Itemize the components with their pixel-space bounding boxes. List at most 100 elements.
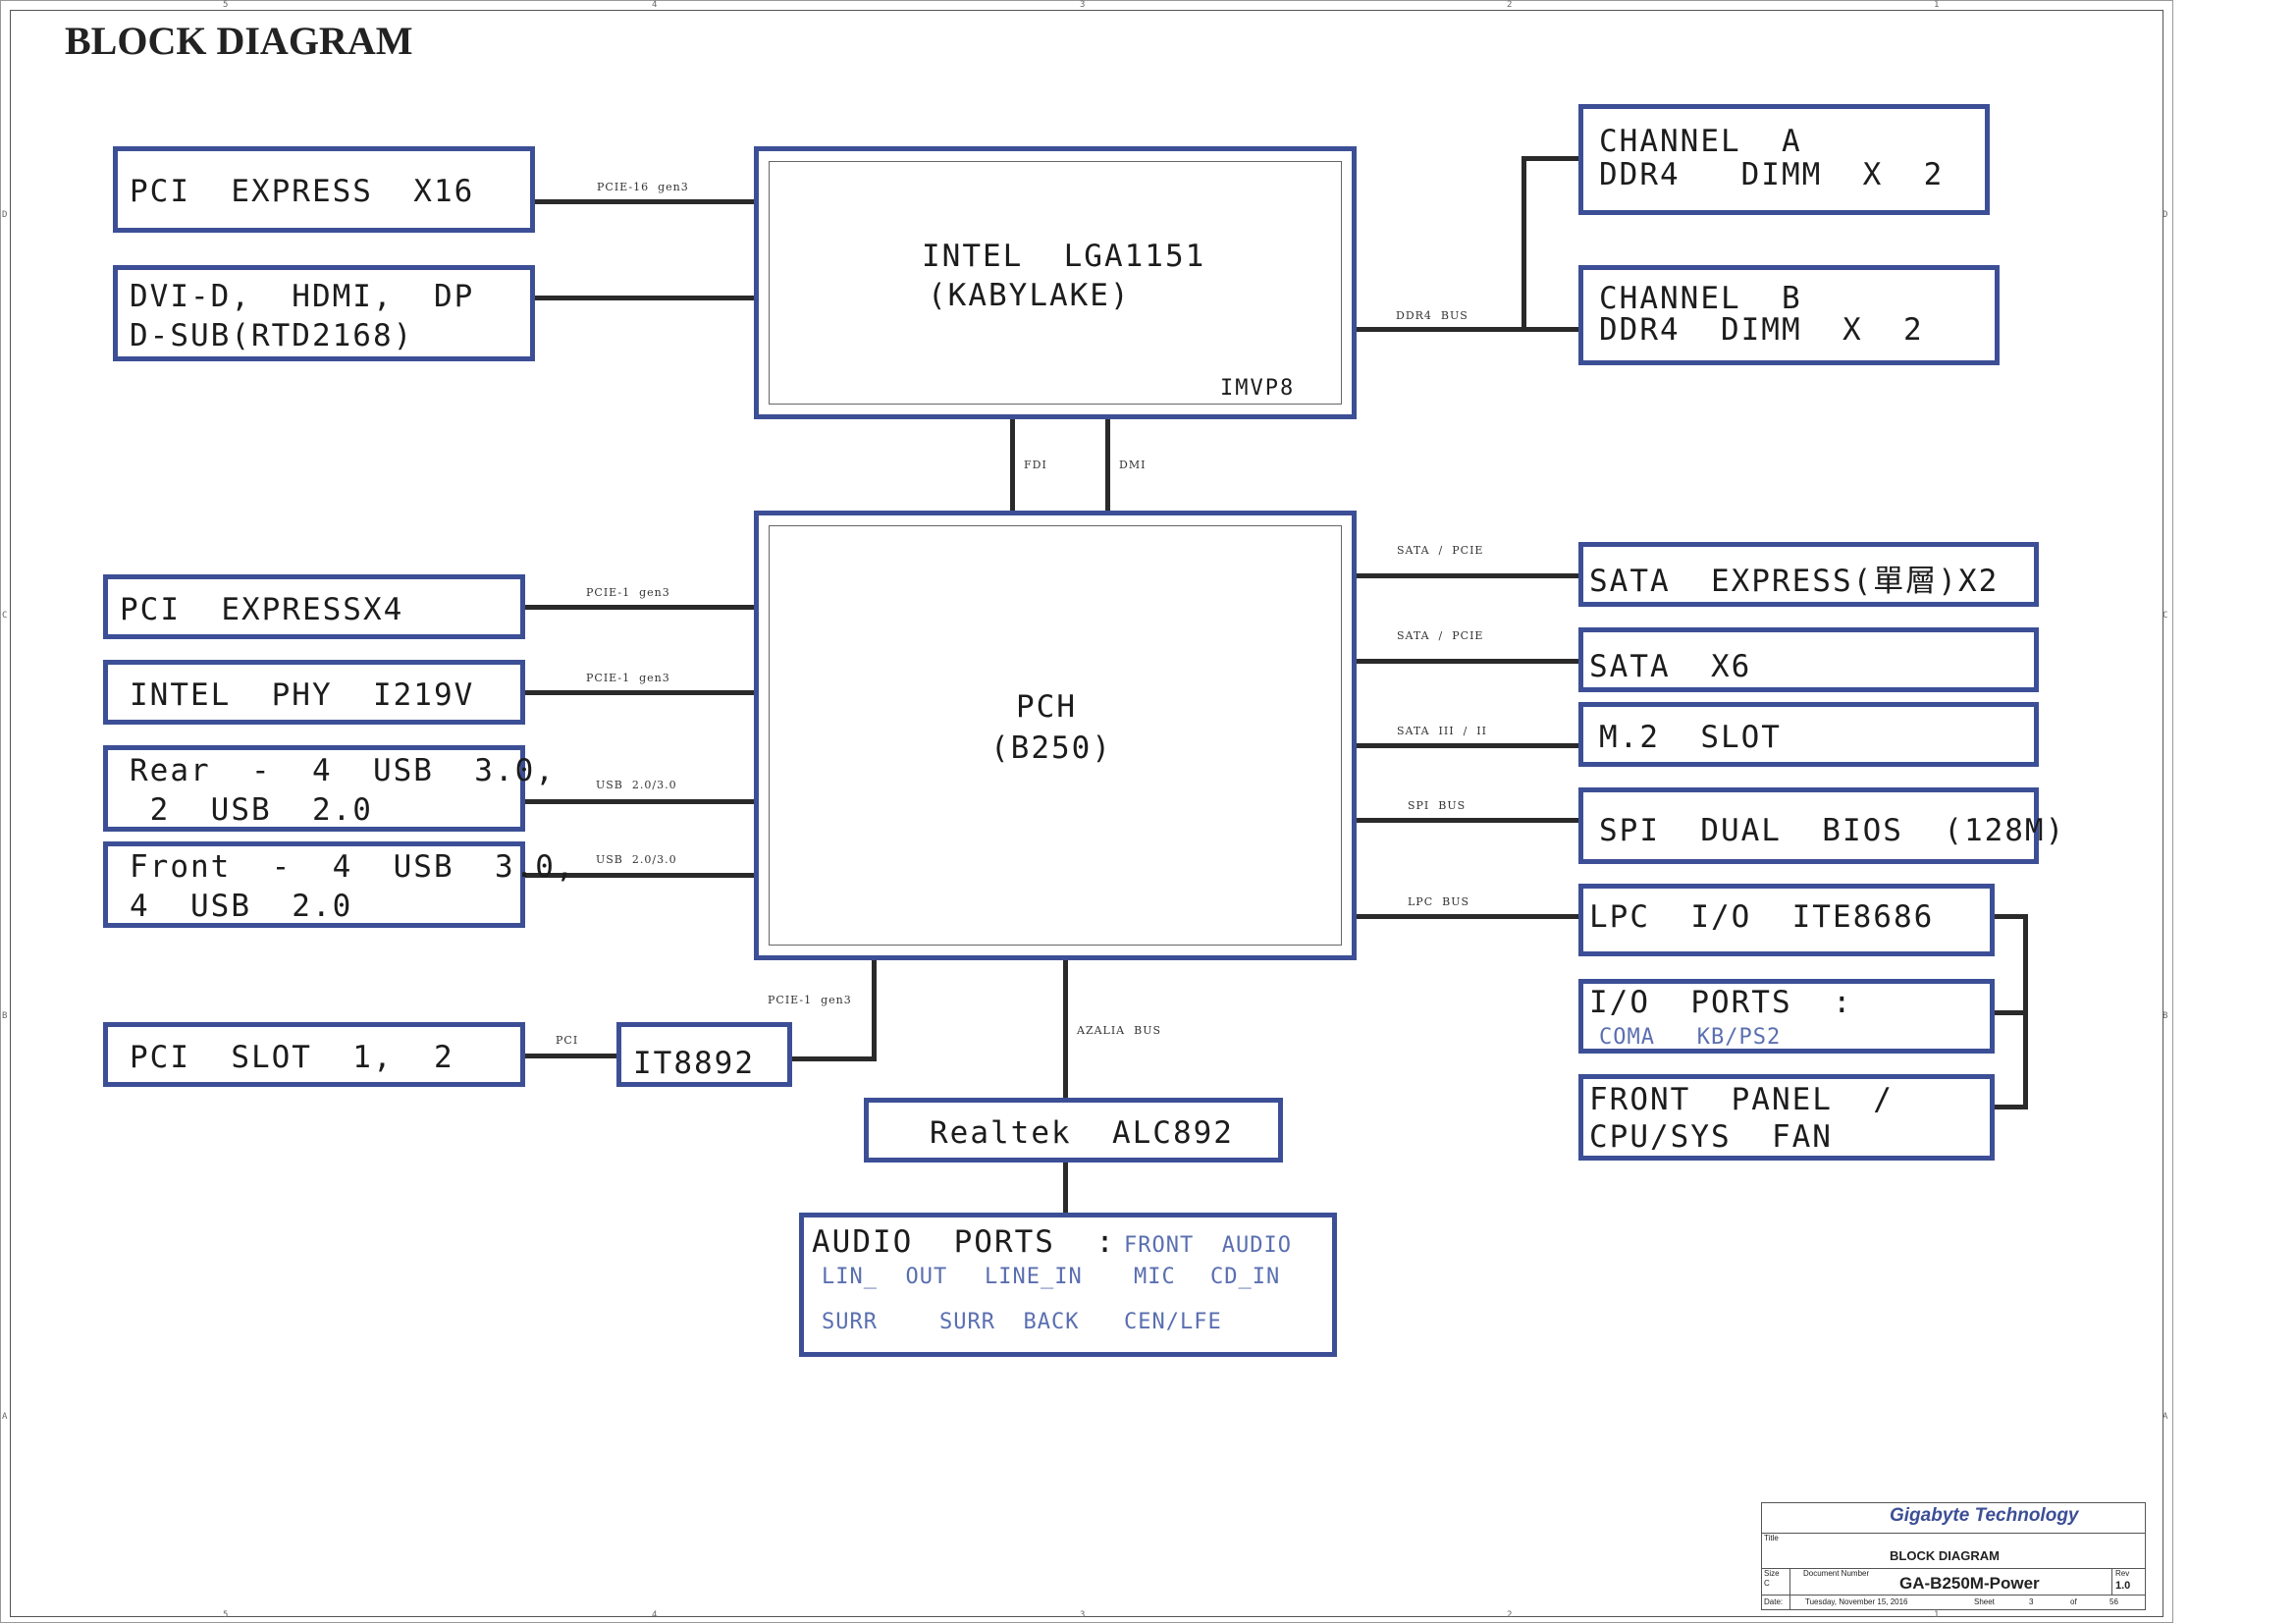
wire-sata-express	[1357, 573, 1578, 578]
wire-pcie1c-vertical	[872, 960, 877, 1061]
rear-usb-line1: Rear - 4 USB 3.0,	[130, 753, 556, 788]
title-block-sheet: 3	[2029, 1597, 2034, 1606]
pci-slot-label: PCI SLOT 1, 2	[130, 1040, 454, 1075]
border-tick-bottom-5: 5	[223, 1610, 229, 1620]
cpu-vr-label: IMVP8	[1220, 376, 1296, 401]
channel-a-block: CHANNEL A DDR4 DIMM X 2	[1578, 104, 1990, 215]
io-ports-label: I/O PORTS :	[1589, 985, 1853, 1020]
label-usb-rear: USB 2.0/3.0	[596, 779, 677, 791]
audio-port-line-in: LINE_IN	[985, 1265, 1083, 1289]
title-block-title: BLOCK DIAGRAM	[1890, 1548, 2000, 1563]
spi-bios-block: SPI DUAL BIOS (128M)	[1578, 787, 2063, 864]
pcie-x16-label: PCI EXPRESS X16	[130, 174, 475, 209]
pci-slot-block: PCI SLOT 1, 2	[103, 1022, 525, 1087]
channel-a-line2: DDR4 DIMM X 2	[1599, 157, 1945, 192]
title-block-total: 56	[2109, 1597, 2118, 1606]
wire-lpc	[1357, 914, 1578, 919]
front-usb-line1: Front - 4 USB 3.0,	[130, 849, 576, 885]
sata-express-label: SATA EXPRESS(單層)X2	[1589, 564, 2000, 599]
audio-port-mic: MIC	[1134, 1265, 1176, 1289]
audio-port-line-out: LIN_ OUT	[822, 1265, 948, 1289]
border-tick-top-5: 5	[223, 0, 229, 10]
intel-phy-label: INTEL PHY I219V	[130, 677, 475, 713]
front-panel-line1: FRONT PANEL /	[1589, 1082, 1894, 1117]
sata-x6-block: SATA X6	[1578, 627, 2039, 692]
realtek-alc892-label: Realtek ALC892	[930, 1115, 1234, 1151]
sata-x6-label: SATA X6	[1589, 649, 1752, 684]
title-block-size: C	[1764, 1579, 1770, 1588]
wire-phy	[525, 690, 759, 695]
border-tick-top-4: 4	[652, 0, 658, 10]
cpu-name: INTEL LGA1151	[922, 239, 1206, 274]
label-ddr4-bus: DDR4 BUS	[1396, 309, 1468, 322]
title-block-docnum-caption: Document Number	[1803, 1569, 1870, 1578]
label-pcie16: PCIE-16 gen3	[597, 181, 689, 193]
pch-name: PCH	[1016, 689, 1077, 725]
title-block-vdivider-1	[1789, 1568, 1790, 1609]
border-tick-bottom-3: 3	[1080, 1610, 1086, 1620]
m2-slot-label: M.2 SLOT	[1599, 720, 1782, 755]
cpu-block: INTEL LGA1151 (KABYLAKE) IMVP8	[754, 146, 1357, 419]
label-sata-pcie-2: SATA / PCIE	[1397, 629, 1484, 642]
title-block-docnum: GA-B250M-Power	[1899, 1574, 2040, 1593]
dvi-label-line2: D-SUB(RTD2168)	[130, 318, 414, 353]
audio-port-cd-in: CD_IN	[1210, 1265, 1281, 1289]
border-tick-top-3: 3	[1080, 0, 1086, 10]
front-usb-block: Front - 4 USB 3.0, 4 USB 2.0	[103, 841, 574, 928]
wire-lpc-bracket-io	[1995, 1010, 2028, 1015]
label-sata3: SATA III / II	[1397, 725, 1487, 737]
wire-rear-usb	[525, 799, 759, 804]
audio-port-surr: SURR	[822, 1310, 878, 1334]
wire-audio-ports	[1063, 1161, 1068, 1213]
channel-b-block: CHANNEL B DDR4 DIMM X 2	[1578, 265, 2000, 365]
pcie-x4-label: PCI EXPRESSX4	[120, 592, 404, 627]
label-pcie1-x4: PCIE-1 gen3	[586, 586, 670, 599]
wire-lpc-bracket-panel	[1995, 1105, 2028, 1109]
intel-phy-block: INTEL PHY I219V	[103, 660, 525, 725]
border-tick-right-a: A	[2163, 1412, 2168, 1422]
label-azalia: AZALIA BUS	[1077, 1024, 1162, 1037]
border-tick-top-2: 2	[1507, 0, 1513, 10]
wire-ddr4-chan-a	[1522, 156, 1578, 161]
front-panel-line2: CPU/SYS FAN	[1589, 1119, 1833, 1155]
audio-port-front-audio: FRONT AUDIO	[1124, 1233, 1292, 1258]
realtek-alc892-block: Realtek ALC892	[864, 1098, 1283, 1163]
pcie-x16-block: PCI EXPRESS X16	[113, 146, 535, 233]
label-lpc-bus: LPC BUS	[1408, 895, 1470, 908]
wire-fdi	[1010, 419, 1015, 513]
title-block-divider-1	[1762, 1533, 2145, 1534]
wire-spi	[1357, 818, 1578, 823]
label-dmi: DMI	[1119, 459, 1147, 471]
border-tick-left-c: C	[2, 611, 8, 621]
pcie-x4-block: PCI EXPRESSX4	[103, 574, 525, 639]
border-tick-right-d: D	[2163, 210, 2168, 220]
border-tick-top-1: 1	[1934, 0, 1940, 10]
wire-front-usb	[525, 873, 759, 878]
border-tick-bottom-1: 1	[1934, 1610, 1940, 1620]
audio-ports-block: AUDIO PORTS : FRONT AUDIO LIN_ OUT LINE_…	[799, 1213, 1337, 1357]
m2-slot-block: M.2 SLOT	[1578, 702, 2039, 767]
lpc-io-block: LPC I/O ITE8686	[1578, 884, 1995, 956]
wire-lpc-bracket-top	[1995, 914, 2028, 919]
title-block-sheet-caption: Sheet	[1974, 1597, 1995, 1606]
label-spi-bus: SPI BUS	[1408, 799, 1467, 812]
dvi-label-line1: DVI-D, HDMI, DP	[130, 279, 475, 314]
front-panel-block: FRONT PANEL / CPU/SYS FAN	[1578, 1074, 1995, 1161]
wire-dvi	[535, 296, 759, 300]
audio-port-surr-back: SURR BACK	[939, 1310, 1080, 1334]
diagram-title: BLOCK DIAGRAM	[65, 19, 413, 63]
it8892-label: IT8892	[633, 1046, 755, 1081]
title-block-rev: 1.0	[2115, 1580, 2131, 1592]
wire-sata-x6	[1357, 659, 1578, 664]
rear-usb-line2: 2 USB 2.0	[130, 792, 373, 828]
title-block-vdivider-2	[2111, 1568, 2112, 1595]
border-tick-right-c: C	[2163, 611, 2168, 621]
label-pcie1-it8892: PCIE-1 gen3	[768, 994, 852, 1006]
label-fdi: FDI	[1024, 459, 1047, 471]
title-block-of-caption: of	[2070, 1597, 2077, 1606]
front-usb-line2: 4 USB 2.0	[130, 889, 353, 924]
wire-dmi	[1105, 419, 1110, 513]
audio-port-cen-lfe: CEN/LFE	[1124, 1310, 1222, 1334]
rear-usb-block: Rear - 4 USB 3.0, 2 USB 2.0	[103, 745, 554, 832]
